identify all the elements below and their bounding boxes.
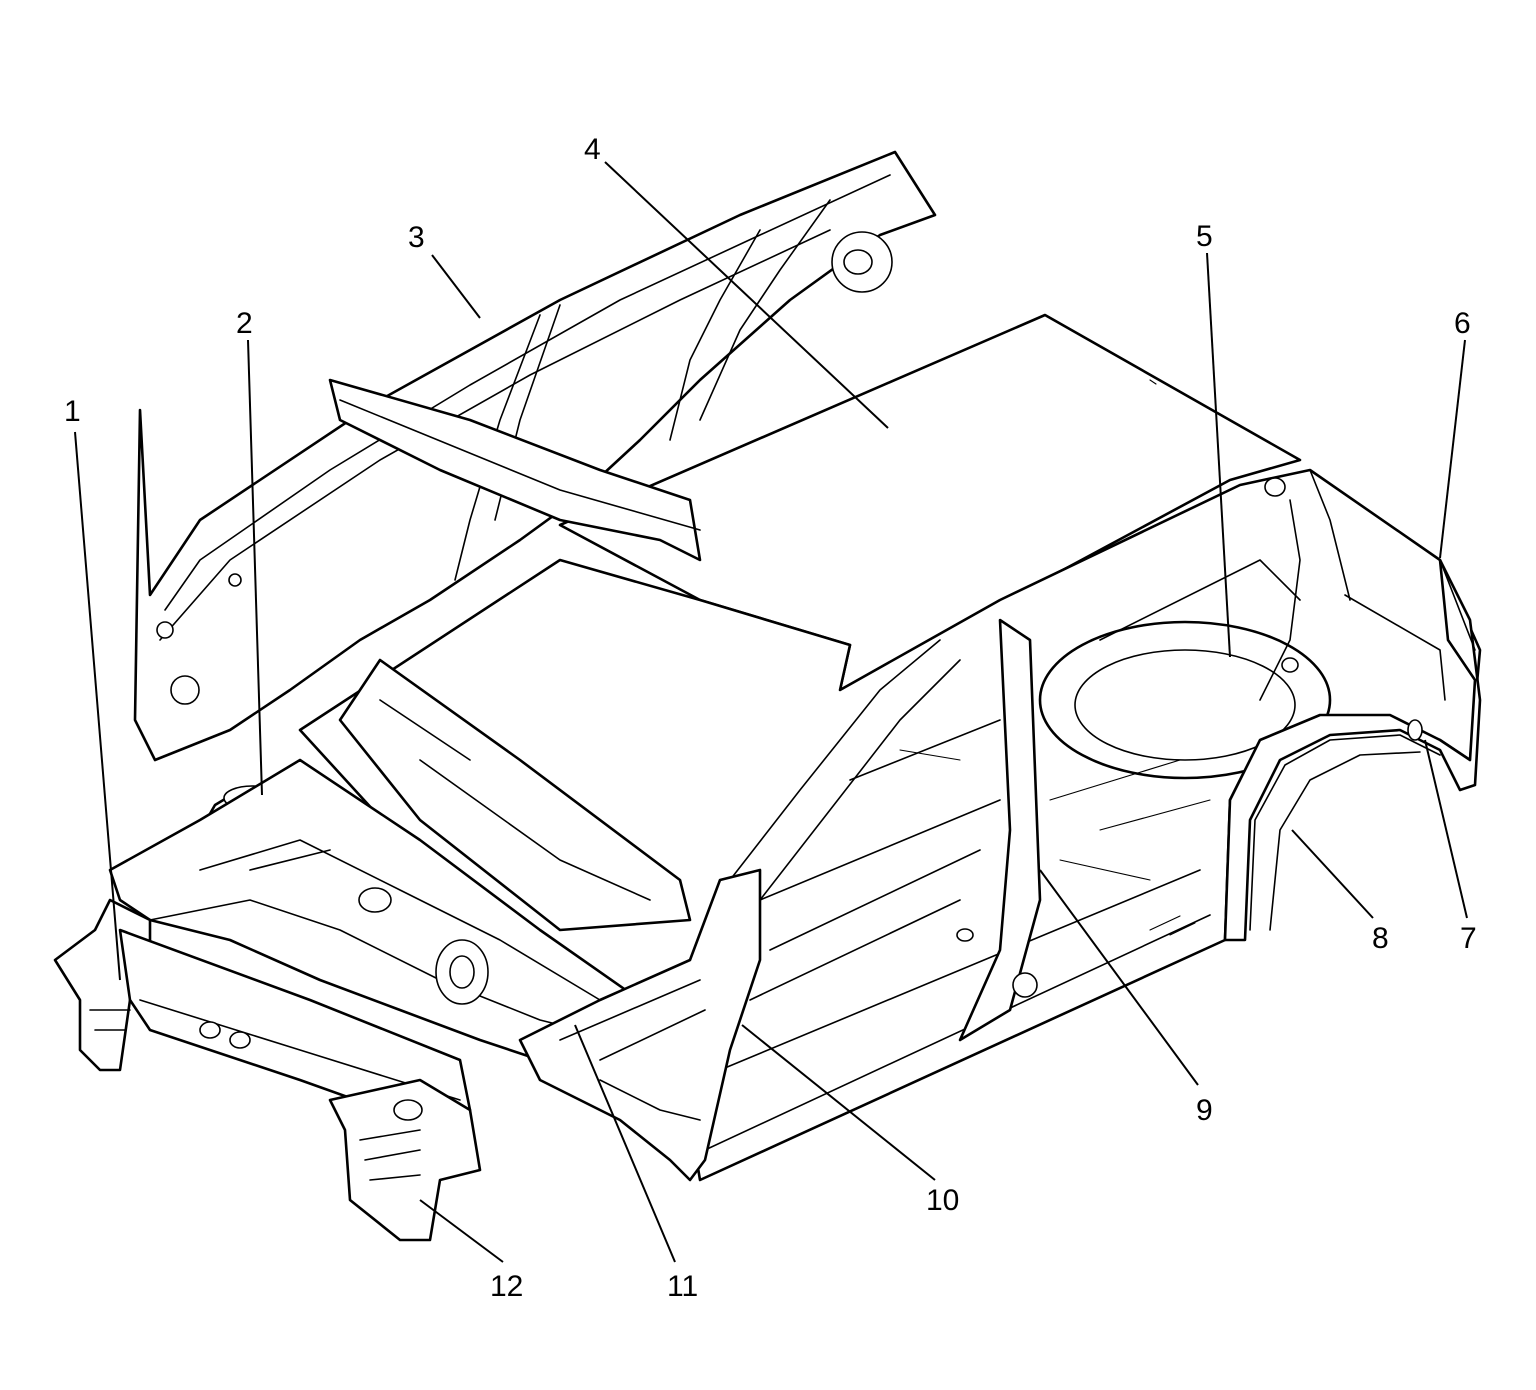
callout-6: 6	[1454, 307, 1471, 340]
callout-3: 3	[408, 221, 425, 254]
callout-11: 11	[667, 1270, 698, 1303]
leader-line-10	[741, 1024, 936, 1181]
hinge-pillar	[518, 868, 762, 1182]
callout-numbers: 1 2 3 4 5 6 7 8 9 10 11 12	[64, 133, 1477, 1303]
callout-1: 1	[64, 395, 81, 428]
b-pillar	[958, 618, 1042, 1042]
callout-2: 2	[236, 307, 253, 340]
callout-5: 5	[1196, 220, 1213, 253]
leader-line-2	[247, 339, 263, 796]
leader-line-11	[574, 1024, 676, 1263]
cowl-panel	[328, 378, 702, 562]
leader-line-1	[74, 431, 121, 981]
dash-panel	[338, 658, 692, 932]
body-structure-illustration	[53, 150, 1482, 1242]
rear-wheelhouse	[1249, 734, 1441, 931]
callout-4: 4	[584, 133, 601, 166]
leader-line-9	[1039, 869, 1199, 1086]
leader-line-6	[1439, 339, 1466, 559]
callout-12: 12	[490, 1270, 523, 1303]
leader-line-5	[1206, 252, 1231, 658]
leader-lines	[74, 161, 1468, 1263]
callout-9: 9	[1196, 1094, 1213, 1127]
leader-line-4	[604, 161, 889, 429]
spare-tire-well	[1038, 620, 1332, 780]
callout-10: 10	[926, 1184, 959, 1217]
leader-line-8	[1291, 829, 1374, 919]
callout-8: 8	[1372, 922, 1389, 955]
callout-7: 7	[1460, 922, 1477, 955]
leader-line-12	[419, 1199, 504, 1263]
leader-line-7	[1424, 739, 1468, 919]
leader-line-3	[431, 254, 481, 319]
